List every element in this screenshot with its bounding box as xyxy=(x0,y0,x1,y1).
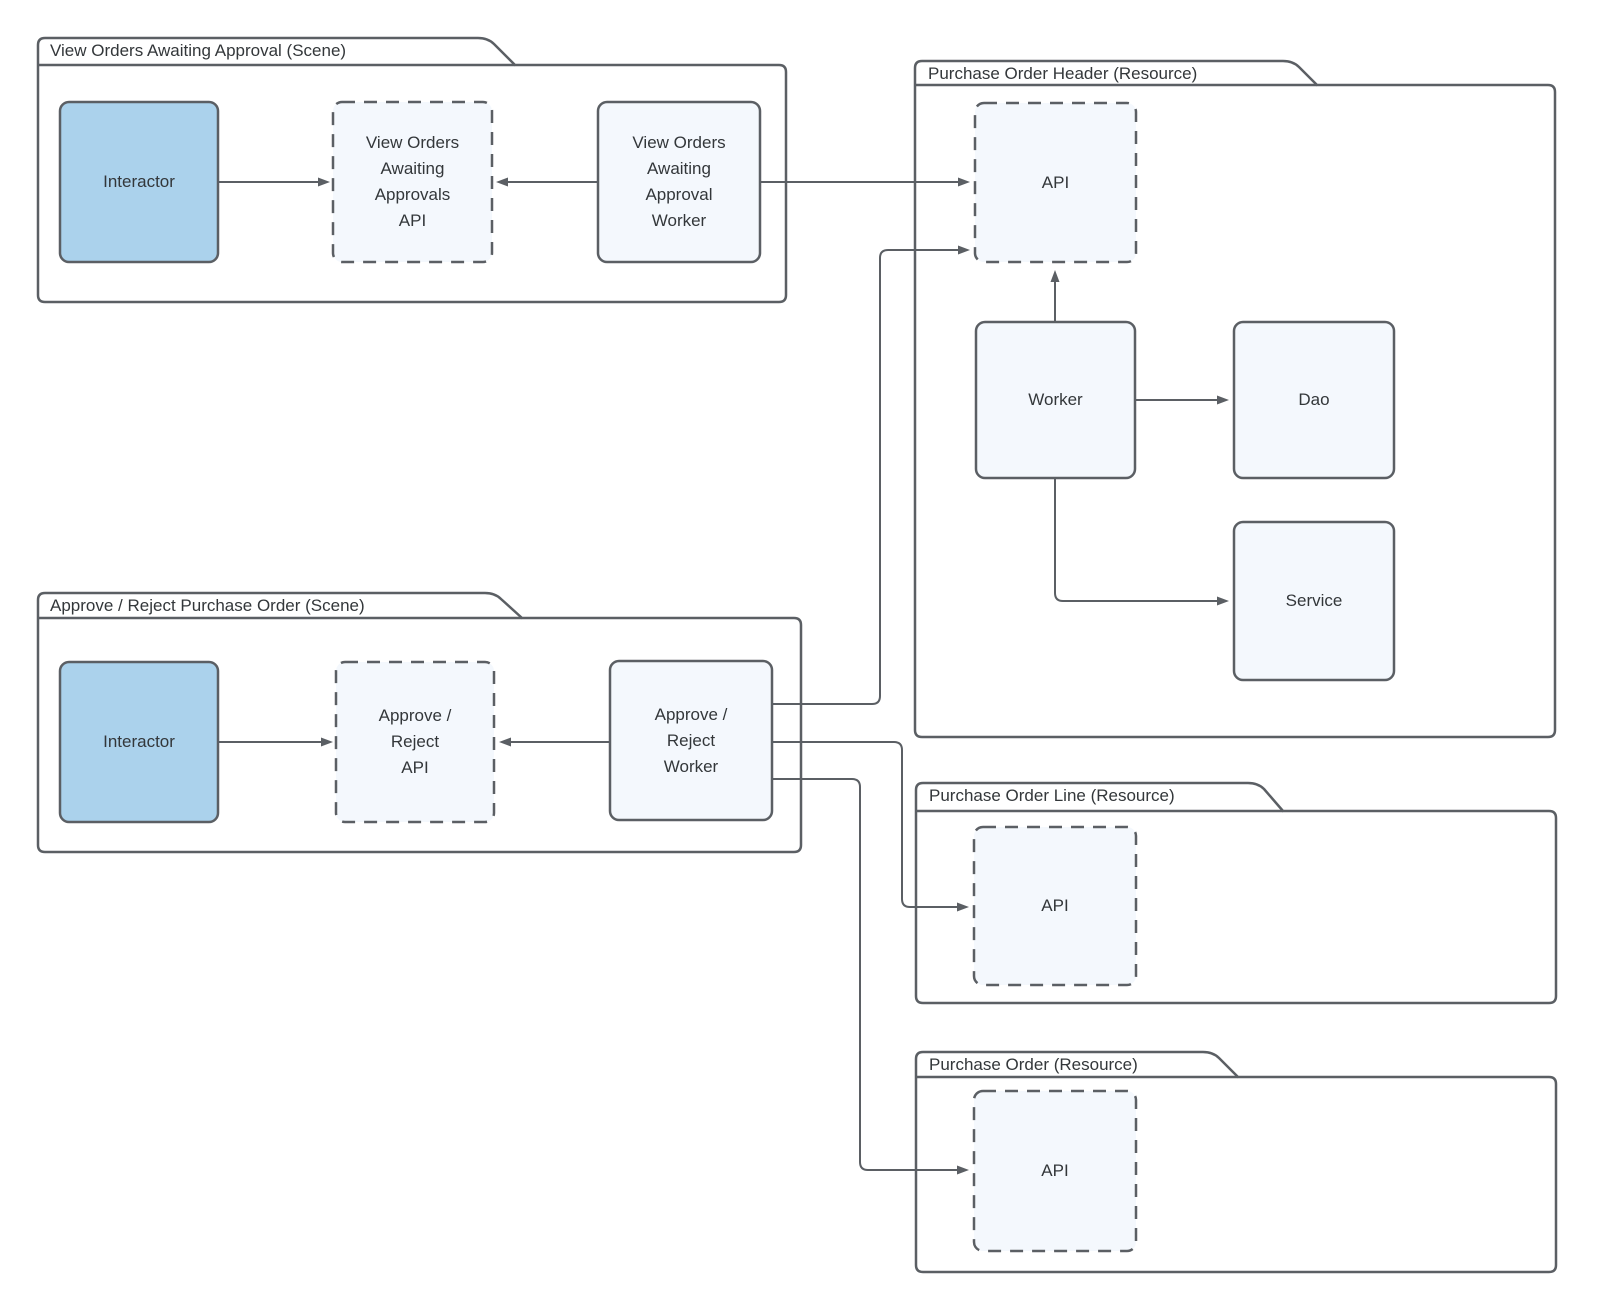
shape-po-header-service xyxy=(1232,520,1396,682)
edge-ar-worker-to-po-line-api xyxy=(772,741,969,912)
shape-po-header-api xyxy=(973,101,1138,264)
shape-po-header-dao xyxy=(1232,320,1396,480)
node-approve-reject-worker-label: Approve / Reject Worker xyxy=(654,704,728,776)
shape-view-api xyxy=(331,100,494,264)
node-view-orders-awaiting-approvals-api-label: View Orders Awaiting Approvals API xyxy=(365,133,460,230)
shape-ar-interactor xyxy=(58,660,220,824)
edge-ar-worker-to-po-header-api xyxy=(772,245,970,705)
node-po-header-worker[interactable]: Worker xyxy=(976,322,1135,478)
node-po-header-dao-label: Dao xyxy=(1298,390,1330,409)
node-po-header-api[interactable]: API xyxy=(975,103,1136,262)
node-po-header-api-label: API xyxy=(1041,172,1070,192)
shape-ar-worker xyxy=(608,659,774,822)
shape-ar-api xyxy=(334,660,496,824)
node-approve-reject-api-label: Approve / Reject API xyxy=(378,706,452,777)
node-po-api[interactable]: API xyxy=(974,1091,1136,1251)
node-po-header-service-label: Service xyxy=(1285,591,1343,610)
node-approve-reject-api[interactable]: Approve / Reject API xyxy=(336,662,494,822)
shape-view-interactor xyxy=(58,100,220,264)
shape-po-api xyxy=(972,1089,1138,1253)
node-po-header-worker-label: Worker xyxy=(1028,390,1083,409)
edge-ar-worker-to-po-api xyxy=(772,778,969,1175)
shape-po-header-worker xyxy=(974,320,1137,480)
container-label-po-resource: Purchase Order (Resource) xyxy=(929,1055,1138,1074)
container-label-view-orders-scene: View Orders Awaiting Approval (Scene) xyxy=(50,41,347,60)
node-po-header-service[interactable]: Service xyxy=(1234,522,1394,680)
node-view-interactor[interactable]: Interactor xyxy=(60,102,218,262)
node-po-api-label: API xyxy=(1041,1161,1069,1180)
node-view-interactor-label: Interactor xyxy=(103,172,175,191)
node-approve-reject-interactor-label: Interactor xyxy=(103,732,175,751)
shape-view-worker xyxy=(596,100,762,264)
node-view-orders-awaiting-approval-worker-label: View Orders Awaiting Approval Worker xyxy=(632,133,726,230)
shape-po-line-api xyxy=(972,825,1138,987)
node-approve-reject-interactor[interactable]: Interactor xyxy=(60,662,218,822)
edge-header-worker-to-service xyxy=(1054,478,1229,606)
node-view-orders-awaiting-approvals-api[interactable]: View Orders Awaiting Approvals API xyxy=(333,102,492,262)
node-view-orders-awaiting-approval-worker[interactable]: View Orders Awaiting Approval Worker xyxy=(598,102,760,262)
node-po-line-api-label: API xyxy=(1041,896,1069,915)
node-po-line-api[interactable]: API xyxy=(974,827,1136,985)
node-approve-reject-worker[interactable]: Approve / Reject Worker xyxy=(610,661,772,820)
container-label-approve-reject-scene: Approve / Reject Purchase Order (Scene) xyxy=(50,596,365,615)
node-po-header-dao[interactable]: Dao xyxy=(1234,322,1394,478)
container-label-po-header-resource: Purchase Order Header (Resource) xyxy=(928,64,1198,83)
container-label-po-line-resource: Purchase Order Line (Resource) xyxy=(929,786,1175,805)
